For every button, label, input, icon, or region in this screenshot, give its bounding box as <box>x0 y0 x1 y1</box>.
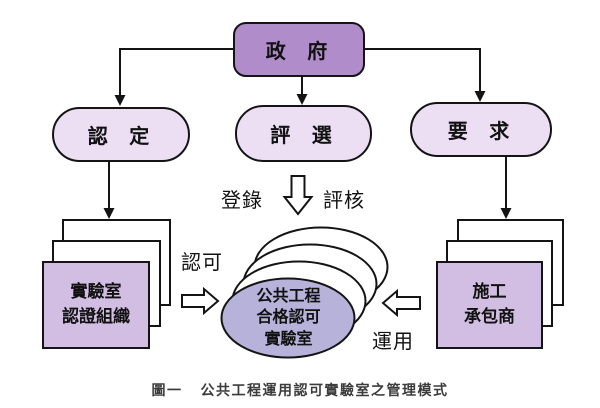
construction-contractor-line2: 承包商 <box>464 307 515 326</box>
solid-arrowheads <box>103 91 512 219</box>
stack-front-sheet <box>42 261 150 349</box>
figure-caption: 圖一 公共工程運用認可實驗室之管理模式 <box>0 380 600 400</box>
arrowhead-down-icon <box>296 94 308 105</box>
arrowhead-down-icon <box>103 208 115 219</box>
arrowhead-down-icon <box>114 95 126 106</box>
hollow-arrow-down-icon <box>282 175 314 216</box>
node-select: 評 選 <box>235 105 372 162</box>
hollow-arrows <box>181 175 421 318</box>
qualified-lab-line2: 合格認可 <box>256 309 321 327</box>
node-require-label: 要 求 <box>447 121 515 143</box>
flow-label-evaluate: 評核 <box>323 190 365 212</box>
hollow-arrow-left-icon <box>381 288 421 318</box>
connector-gov-to-accredit <box>119 48 233 95</box>
qualified-lab-line1: 公共工程 <box>256 287 321 305</box>
flow-label-accredit: 認可 <box>181 252 223 274</box>
node-accredit: 認 定 <box>52 107 190 162</box>
node-require: 要 求 <box>410 102 552 157</box>
node-government: 政 府 <box>233 22 365 77</box>
lab-accreditation-org-line2: 認證組織 <box>62 307 130 326</box>
flow-label-utilize: 運用 <box>372 331 414 353</box>
connector-lines <box>108 48 507 208</box>
lab-accreditation-org-text: 實驗室 認證組織 <box>43 262 149 348</box>
arrowhead-down-icon <box>474 91 486 102</box>
construction-contractor-stack <box>436 219 564 349</box>
lab-accreditation-org-stack <box>42 219 171 349</box>
qualified-lab-line3: 實驗室 <box>264 330 313 348</box>
connector-gov-to-require <box>365 48 481 91</box>
ellipse-front <box>220 277 356 359</box>
figure-caption-title: 公共工程運用認可實驗室之管理模式 <box>200 382 449 398</box>
node-government-label: 政 府 <box>265 41 333 63</box>
stack-front-sheet <box>436 261 543 349</box>
node-accredit-label: 認 定 <box>87 126 155 148</box>
arrowhead-down-icon <box>500 208 512 219</box>
qualified-lab-ellipse-stack <box>220 226 389 359</box>
qualified-lab-text: 公共工程 合格認可 實驗室 <box>222 279 355 357</box>
hollow-arrow-right-icon <box>181 286 220 316</box>
lab-accreditation-org-line1: 實驗室 <box>70 282 122 302</box>
figure-caption-number: 圖一 <box>151 382 183 398</box>
construction-contractor-text: 施工 承包商 <box>437 262 542 348</box>
flow-label-register: 登錄 <box>221 190 263 212</box>
node-select-label: 評 選 <box>270 125 337 147</box>
construction-contractor-line1: 施工 <box>472 282 507 302</box>
